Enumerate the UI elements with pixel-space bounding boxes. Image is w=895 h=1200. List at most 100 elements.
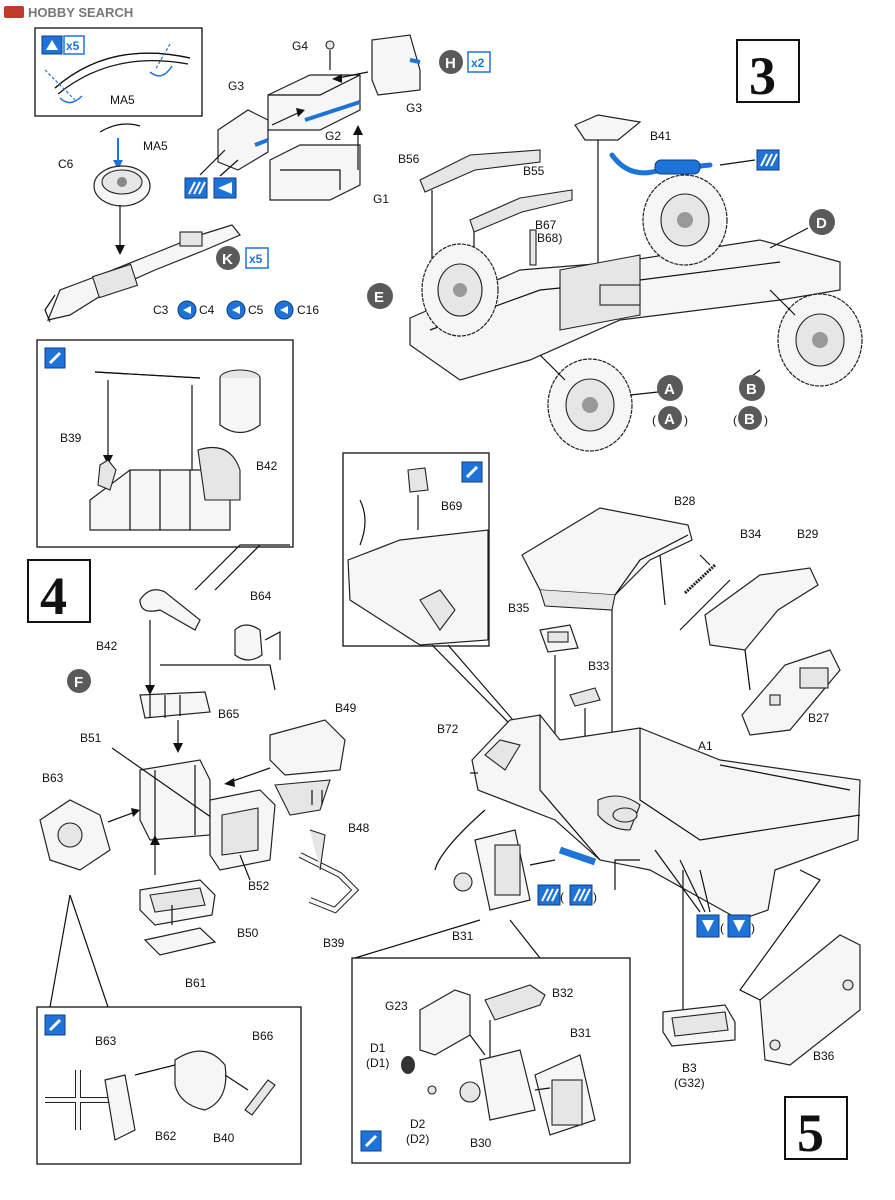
label-b33: B33 — [588, 659, 610, 673]
svg-text:B: B — [744, 411, 755, 428]
label-b65: B65 — [218, 707, 240, 721]
wheel-a — [547, 358, 633, 452]
flip-icon — [41, 35, 63, 55]
marker-a-opposite — [658, 406, 682, 430]
paint-icon — [756, 149, 780, 171]
wheel-b — [777, 293, 863, 387]
label-b31: B31 — [452, 929, 474, 943]
label-b72: B72 — [437, 722, 459, 736]
cement-icon — [226, 300, 246, 320]
wheel-rear-top — [642, 174, 728, 266]
svg-text:B: B — [746, 381, 757, 398]
watermark: HOBBY SEARCH — [4, 5, 133, 20]
label-ma5: MA5 — [143, 139, 168, 153]
marker-f: F — [67, 669, 91, 693]
svg-text:E: E — [374, 289, 384, 306]
svg-text:x2: x2 — [471, 56, 485, 70]
paint-icon — [537, 884, 561, 906]
label-c5: C5 — [248, 303, 264, 317]
label-g2: G2 — [325, 129, 341, 143]
glue-icon — [44, 347, 66, 369]
label-b27: B27 — [808, 711, 830, 725]
svg-text:x5: x5 — [249, 252, 263, 266]
label-c16: C16 — [297, 303, 319, 317]
marker-d — [809, 209, 835, 235]
step-4-box — [27, 559, 91, 623]
svg-text:x5: x5 — [66, 39, 80, 53]
label-b28: B28 — [674, 494, 696, 508]
label-b34: B34 — [740, 527, 762, 541]
badge-x5-k — [245, 247, 269, 269]
cement-icon — [177, 300, 197, 320]
step-4-number: 4 — [40, 566, 67, 626]
label-g23: G23 — [385, 999, 408, 1013]
marker-b-opposite — [738, 406, 762, 430]
step-3-number: 3 — [749, 46, 776, 106]
label-g32: (G32) — [674, 1076, 705, 1090]
svg-text:(: ( — [652, 413, 656, 427]
label-b61: B61 — [185, 976, 207, 990]
label-a1: A1 — [698, 739, 713, 753]
label-b42: B42 — [96, 639, 118, 653]
step-5-number: 5 — [797, 1103, 824, 1163]
label-b67: B67 — [535, 218, 557, 232]
badge-x5: x5 — [63, 35, 85, 55]
svg-text:): ) — [593, 890, 597, 904]
marker-b — [739, 375, 765, 401]
label-g4: G4 — [292, 39, 308, 53]
ma5-detail-box — [34, 27, 203, 117]
label-b36: B36 — [813, 1049, 835, 1063]
svg-text:H: H — [445, 55, 456, 72]
marker-k — [216, 246, 240, 270]
svg-text:D: D — [816, 215, 827, 232]
svg-text:K: K — [222, 251, 233, 268]
label-d2-alt: (D2) — [406, 1132, 429, 1146]
wheel-front-left — [421, 243, 499, 337]
label-g1: G1 — [373, 192, 389, 206]
label-b64: B64 — [250, 589, 272, 603]
label-b35: B35 — [508, 601, 530, 615]
svg-text:(: ( — [560, 890, 564, 904]
marker-e — [367, 283, 393, 309]
glue-icon — [360, 1130, 382, 1152]
label-b39-inset: B39 — [60, 431, 82, 445]
step-3-box — [736, 39, 800, 103]
drill-icon — [727, 914, 751, 938]
label-ma5-inset: MA5 — [110, 93, 135, 107]
label-b39: B39 — [323, 936, 345, 950]
label-b66: B66 — [252, 1029, 274, 1043]
label-b40: B40 — [213, 1131, 235, 1145]
label-b51: B51 — [80, 731, 102, 745]
label-d1-alt: (D1) — [366, 1056, 389, 1070]
label-b3: B3 — [682, 1061, 697, 1075]
label-b52: B52 — [248, 879, 270, 893]
label-g3-right: G3 — [406, 101, 422, 115]
glue-icon — [44, 1014, 66, 1036]
label-b48: B48 — [348, 821, 370, 835]
cement-icon — [274, 300, 294, 320]
label-c4: C4 — [199, 303, 215, 317]
label-d1: D1 — [370, 1041, 386, 1055]
label-b63-inset: B63 — [95, 1034, 117, 1048]
paint-icon — [569, 884, 593, 906]
svg-text:F: F — [74, 674, 83, 691]
drill-icon — [696, 914, 720, 938]
label-g3-left: G3 — [228, 79, 244, 93]
label-b50: B50 — [237, 926, 259, 940]
step-5-box — [784, 1096, 848, 1160]
label-c3: C3 — [153, 303, 169, 317]
watermark-text: HOBBY SEARCH — [28, 5, 133, 20]
label-b62: B62 — [155, 1129, 177, 1143]
badge-x2 — [467, 51, 491, 73]
label-b30: B30 — [470, 1136, 492, 1150]
cement-icon — [213, 177, 237, 199]
marker-h — [439, 50, 463, 74]
svg-text:A: A — [664, 381, 675, 398]
label-b55: B55 — [523, 164, 545, 178]
label-b63: B63 — [42, 771, 64, 785]
paint-icon — [184, 177, 208, 199]
label-b68: (B68) — [533, 231, 562, 245]
label-b32: B32 — [552, 986, 574, 1000]
label-b69: B69 — [441, 499, 463, 513]
